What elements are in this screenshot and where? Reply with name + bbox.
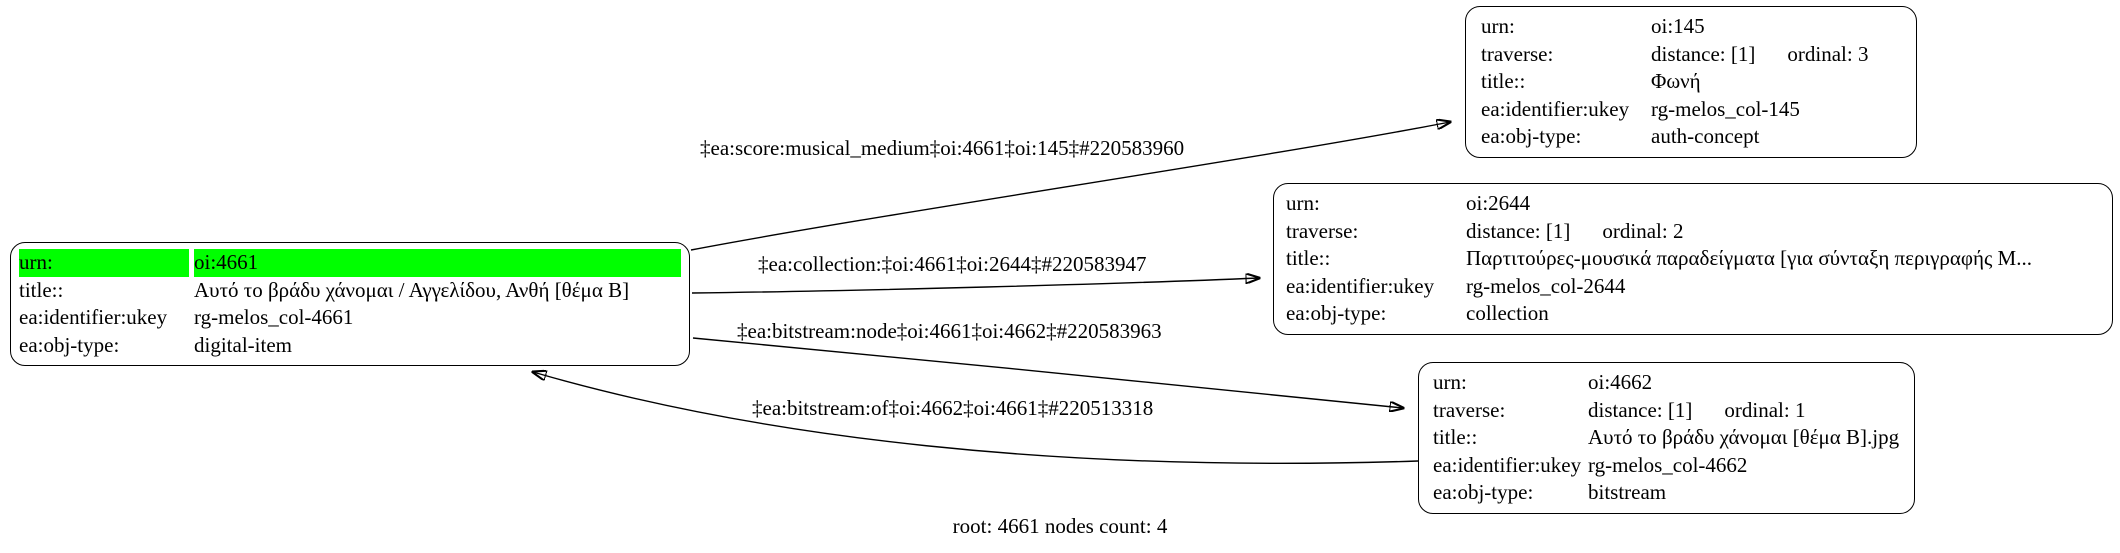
node-row-urn: urn: oi:145: [1481, 13, 1906, 41]
node-oi-145[interactable]: urn: oi:145 traverse: distance: [1] ordin…: [1465, 6, 1917, 158]
field-value: collection: [1466, 301, 1549, 325]
node-row-traverse: traverse: distance: [1] ordinal: 1: [1433, 397, 1904, 425]
field-value: rg-melos_col-4661: [194, 305, 354, 329]
edge-collection: [691, 278, 1259, 294]
field-value: bitstream: [1588, 480, 1667, 504]
node-row-traverse: traverse: distance: [1] ordinal: 3: [1481, 41, 1906, 69]
field-label: ea:identifier:ukey: [1433, 452, 1582, 477]
field-label: traverse:: [1481, 41, 1554, 66]
field-value: oi:4661: [194, 249, 681, 277]
node-row-identifier: ea:identifier:ukey rg-melos_col-2644: [1286, 273, 2102, 301]
field-label: ea:obj-type:: [19, 332, 120, 357]
node-row-obj-type: ea:obj-type: digital-item: [19, 332, 681, 360]
node-oi-4662[interactable]: urn: oi:4662 traverse: distance: [1] ordi…: [1418, 362, 1915, 514]
node-row-urn: urn: oi:4661: [19, 249, 681, 277]
field-label: ea:obj-type:: [1481, 124, 1582, 148]
field-value: rg-melos_col-145: [1651, 96, 1800, 121]
node-row-title: title:: Αυτό το βράδυ χάνομαι / Αγγελίδο…: [19, 277, 681, 305]
field-label: urn:: [19, 249, 189, 277]
node-row-obj-type: ea:obj-type: collection: [1286, 300, 2102, 328]
field-label: ea:identifier:ukey: [1286, 273, 1435, 298]
node-oi-4661[interactable]: urn: oi:4661 title:: Αυτό το βράδυ χάνομ…: [10, 242, 690, 366]
field-value: oi:145: [1651, 14, 1705, 38]
edge-bitstream-node: [692, 337, 1403, 408]
edge-label-collection: ‡ea:collection:‡oi:4661‡oi:2644‡#2205839…: [758, 252, 1147, 276]
field-value: oi:4662: [1588, 370, 1653, 394]
field-value: Αυτό το βράδυ χάνομαι / Αγγελίδου, Ανθή …: [194, 277, 630, 302]
field-value: distance: [1] ordinal: 1: [1588, 397, 1904, 425]
traverse-distance: distance: [1]: [1588, 397, 1693, 422]
field-label: urn:: [1433, 370, 1467, 394]
field-label: title::: [1433, 425, 1478, 449]
field-label: ea:obj-type:: [1433, 480, 1534, 504]
node-row-urn: urn: oi:4662: [1433, 369, 1904, 397]
field-label: ea:identifier:ukey: [19, 305, 168, 329]
node-row-identifier: ea:identifier:ukey rg-melos_col-4662: [1433, 452, 1904, 480]
field-label: title::: [1286, 246, 1331, 270]
field-label: title::: [1481, 69, 1526, 93]
node-row-identifier: ea:identifier:ukey rg-melos_col-4661: [19, 304, 681, 332]
field-value: distance: [1] ordinal: 3: [1651, 41, 1906, 69]
field-value: Αυτό το βράδυ χάνομαι [θέμα Β].jpg: [1588, 425, 1900, 449]
node-row-obj-type: ea:obj-type: bitstream: [1433, 479, 1904, 507]
node-row-title: title:: Παρτιτούρες-μουσικά παραδείγματα…: [1286, 245, 2102, 273]
field-label: title::: [19, 277, 64, 302]
graph-root-label: root: 4661 nodes count: 4: [952, 514, 1168, 538]
node-oi-2644[interactable]: urn: oi:2644 traverse: distance: [1] ordi…: [1273, 183, 2113, 335]
field-label: urn:: [1286, 191, 1320, 215]
edge-score-musical-medium: [690, 122, 1450, 251]
field-value: Φωνή: [1651, 69, 1701, 93]
node-row-identifier: ea:identifier:ukey rg-melos_col-145: [1481, 96, 1906, 124]
field-value: rg-melos_col-2644: [1466, 273, 1626, 298]
field-label: ea:identifier:ukey: [1481, 96, 1630, 121]
edge-label-score-musical-medium: ‡ea:score:musical_medium‡oi:4661‡oi:145‡…: [700, 136, 1185, 160]
field-label: urn:: [1481, 14, 1515, 38]
traverse-ordinal: ordinal: 2: [1602, 218, 1684, 243]
edge-label-bitstream-node: ‡ea:bitstream:node‡oi:4661‡oi:4662‡#2205…: [737, 319, 1162, 343]
field-value: auth-concept: [1651, 124, 1760, 148]
field-label: traverse:: [1433, 397, 1506, 422]
edge-bitstream-of: [533, 372, 1419, 465]
traverse-distance: distance: [1]: [1651, 41, 1756, 66]
field-label: ea:obj-type:: [1286, 301, 1387, 325]
field-value: Παρτιτούρες-μουσικά παραδείγματα [για σύ…: [1466, 246, 2032, 270]
node-row-urn: urn: oi:2644: [1286, 190, 2102, 218]
field-value: rg-melos_col-4662: [1588, 452, 1748, 477]
node-row-traverse: traverse: distance: [1] ordinal: 2: [1286, 218, 2102, 246]
field-value: oi:2644: [1466, 191, 1531, 215]
node-row-title: title:: Φωνή: [1481, 68, 1906, 96]
field-value: digital-item: [194, 332, 292, 357]
edge-label-bitstream-of: ‡ea:bitstream:of‡oi:4662‡oi:4661‡#220513…: [752, 396, 1154, 420]
node-row-title: title:: Αυτό το βράδυ χάνομαι [θέμα Β].j…: [1433, 424, 1904, 452]
field-value: distance: [1] ordinal: 2: [1466, 218, 2102, 246]
node-row-obj-type: ea:obj-type: auth-concept: [1481, 123, 1906, 151]
traverse-distance: distance: [1]: [1466, 218, 1571, 243]
field-label: traverse:: [1286, 218, 1359, 243]
traverse-ordinal: ordinal: 3: [1787, 41, 1869, 66]
traverse-ordinal: ordinal: 1: [1724, 397, 1806, 422]
